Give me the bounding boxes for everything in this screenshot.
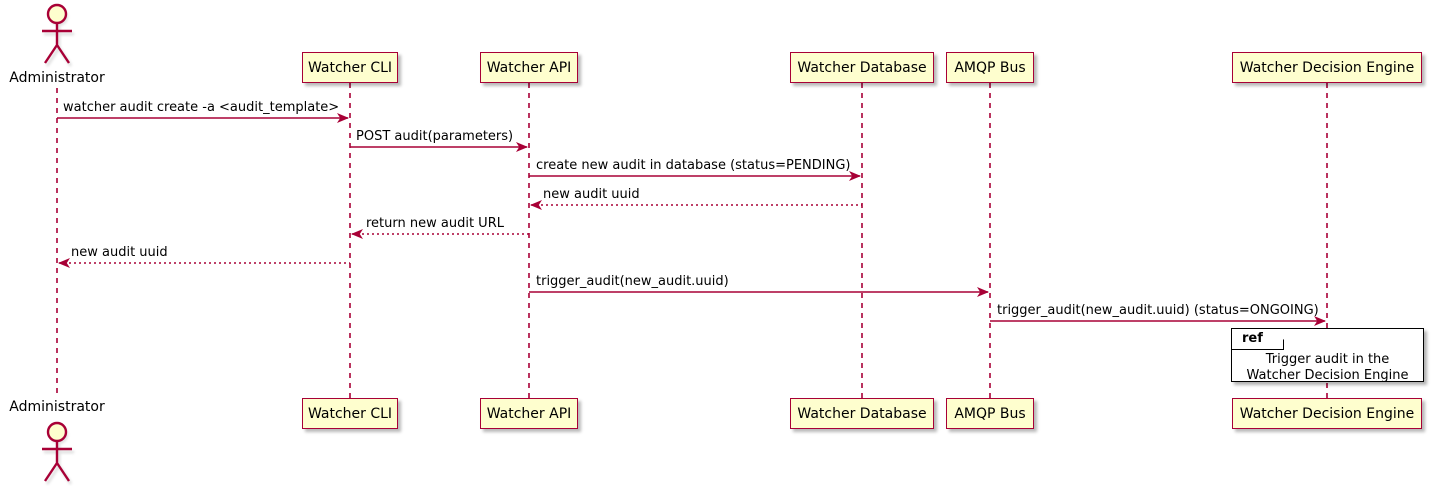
message-label-6: new audit uuid (71, 245, 168, 260)
ref-fragment-body: Trigger audit in the Watcher Decision En… (1232, 352, 1423, 385)
ref-fragment-tab (1232, 329, 1284, 350)
participant-head-watcher-decision-engine[interactable]: Watcher Decision Engine (1232, 52, 1422, 83)
message-label-3: create new audit in database (status=PEN… (536, 158, 851, 173)
participant-foot-watcher-decision-engine[interactable]: Watcher Decision Engine (1232, 398, 1422, 429)
actor-label-administrator-top: Administrator (9, 70, 105, 86)
participant-foot-watcher-database[interactable]: Watcher Database (790, 398, 934, 429)
participant-foot-watcher-cli[interactable]: Watcher CLI (302, 398, 398, 429)
actor-label-administrator-bottom: Administrator (9, 399, 105, 415)
ref-fragment-line-2: Watcher Decision Engine (1246, 368, 1409, 384)
participant-head-watcher-database[interactable]: Watcher Database (790, 52, 934, 83)
message-label-2: POST audit(parameters) (356, 129, 514, 144)
message-label-4: new audit uuid (543, 187, 640, 202)
participant-head-amqp-bus[interactable]: AMQP Bus (946, 52, 1034, 83)
ref-fragment[interactable]: ref Trigger audit in the Watcher Decisio… (1231, 328, 1424, 385)
participant-foot-amqp-bus[interactable]: AMQP Bus (946, 398, 1034, 429)
message-label-7: trigger_audit(new_audit.uuid) (536, 274, 729, 289)
ref-fragment-line-1: Trigger audit in the (1265, 352, 1390, 367)
message-label-1: watcher audit create -a <audit_template> (63, 100, 340, 115)
participant-foot-watcher-api[interactable]: Watcher API (480, 398, 578, 429)
ref-fragment-tag: ref (1242, 331, 1263, 346)
participant-head-watcher-api[interactable]: Watcher API (480, 52, 578, 83)
message-label-5: return new audit URL (366, 216, 504, 231)
actor-administrator-top (42, 3, 74, 67)
message-arrows (57, 113, 1326, 326)
participant-head-watcher-cli[interactable]: Watcher CLI (302, 52, 398, 83)
lifelines (56, 83, 1328, 398)
message-label-8: trigger_audit(new_audit.uuid) (status=ON… (997, 303, 1319, 318)
actor-administrator-bottom (42, 421, 74, 485)
